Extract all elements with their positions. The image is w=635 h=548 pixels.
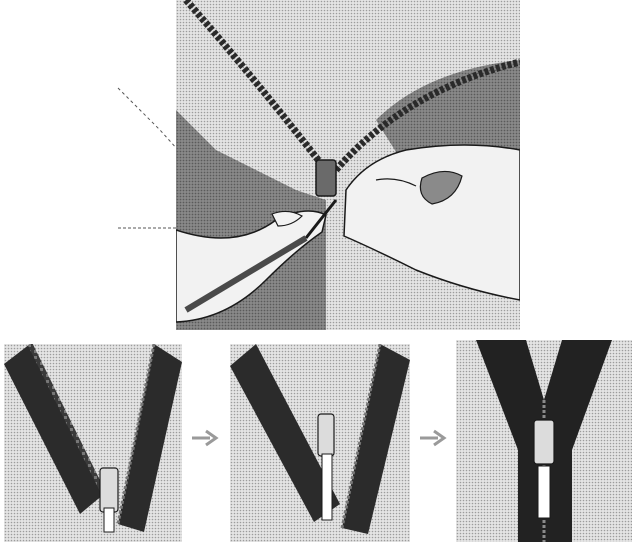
slider (100, 468, 118, 512)
slider (318, 414, 334, 456)
pin (104, 508, 114, 532)
step-2-illustration (230, 344, 410, 542)
step-3-illustration (456, 340, 632, 542)
right-arrow-icon (190, 428, 220, 448)
pin (322, 454, 332, 520)
zipper-slider (316, 160, 336, 196)
right-arrow-icon (418, 428, 448, 448)
pin (538, 466, 550, 518)
main-illustration (176, 0, 520, 330)
step-1-illustration (4, 344, 182, 542)
slider (534, 420, 554, 464)
